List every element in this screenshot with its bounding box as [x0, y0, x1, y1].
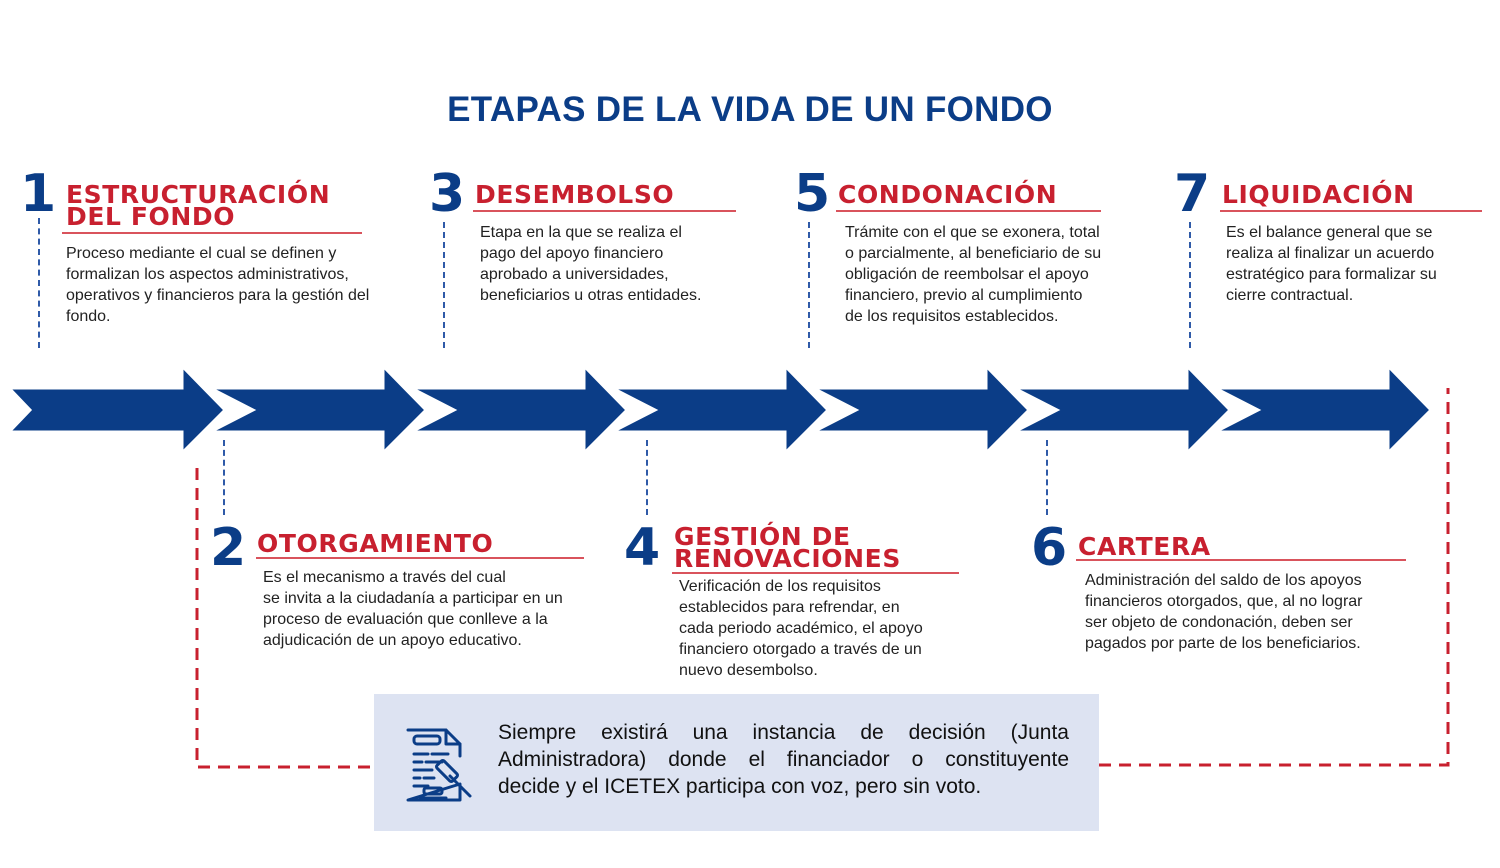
timeline-arrow-1 — [5, 362, 228, 457]
timeline-arrow-2 — [209, 362, 429, 457]
stage-connector-dotted-line — [808, 222, 810, 348]
description-line: de los requisitos establecidos. — [845, 308, 1059, 325]
decision-loop-dashed-line — [195, 388, 1450, 769]
description-line: financieros otorgados, que, al no lograr — [1085, 593, 1363, 610]
stage-number: 1 — [20, 164, 57, 224]
stage-heading-underline — [672, 572, 959, 574]
description-line: fondo. — [66, 308, 111, 325]
page-title: ETAPAS DE LA VIDA DE UN FONDO — [447, 90, 1053, 129]
stage-number: 4 — [624, 518, 661, 578]
description-line: cada periodo académico, el apoyo — [679, 620, 923, 637]
stage-heading-line: CARTERA — [1078, 532, 1211, 561]
timeline-arrow-6 — [1013, 362, 1233, 457]
description-line: Etapa en la que se realiza el — [480, 224, 682, 241]
stage-heading-line: DEL FONDO — [66, 202, 236, 231]
description-line: operativos y financieros para la gestión… — [66, 287, 370, 304]
stage-heading: CONDONACIÓN — [838, 180, 1058, 209]
stage-heading: CARTERA — [1078, 532, 1211, 561]
note-line: decide y el ICETEX participa con voz, pe… — [498, 775, 982, 798]
description-line: Trámite con el que se exonera, total — [845, 224, 1100, 241]
stage-number: 6 — [1031, 518, 1068, 578]
note-line: Administradora) donde el financiador o c… — [498, 748, 1069, 771]
stage-description: Etapa en la que se realiza el pago del ap… — [480, 222, 701, 306]
description-line: estratégico para formalizar su — [1226, 266, 1437, 283]
description-line: o parcialmente, al beneficiario de su — [845, 245, 1102, 262]
description-line: Es el balance general que se — [1226, 224, 1433, 241]
stage-heading: LIQUIDACIÓN — [1222, 180, 1415, 209]
stage-heading-line: OTORGAMIENTO — [257, 529, 494, 558]
description-line: aprobado a universidades, — [480, 266, 669, 283]
stage-heading-underline — [62, 232, 362, 234]
description-line: Proceso mediante el cual se definen y — [66, 245, 337, 262]
description-line: pago del apoyo financiero — [480, 245, 664, 262]
description-line: nuevo desembolso. — [679, 662, 818, 679]
stage-description: Verificación de los requisitos establecid… — [679, 576, 923, 681]
stage-number: 5 — [794, 164, 831, 224]
stage-number: 3 — [429, 164, 466, 224]
stage-heading-line: DESEMBOLSO — [475, 180, 675, 209]
timeline-arrow-4 — [611, 362, 831, 457]
stage-heading-underline — [1220, 210, 1482, 212]
description-line: formalizan los aspectos administrativos, — [66, 266, 349, 283]
timeline-arrow-7 — [1214, 362, 1434, 457]
stage-number: 7 — [1174, 164, 1211, 224]
stage-heading-line: RENOVACIONES — [674, 544, 901, 573]
decision-note-text: Siempre existirá una instancia de decisi… — [498, 719, 1069, 800]
stage-heading-line: ESTRUCTURACIÓN — [66, 180, 331, 209]
description-line: Verificación de los requisitos — [679, 578, 881, 595]
description-line: se invita a la ciudadanía a participar e… — [263, 590, 563, 607]
stage-connector-dotted-line — [38, 218, 40, 348]
description-line: establecidos para refrendar, en — [679, 599, 900, 616]
stage-connector-dotted-line — [646, 440, 648, 515]
description-line: Administración del saldo de los apoyos — [1085, 572, 1362, 589]
stage-heading-underline — [836, 210, 1101, 212]
description-line: pagados por parte de los beneficiarios. — [1085, 635, 1361, 652]
document-gavel-icon — [406, 728, 472, 802]
description-line: beneficiarios u otras entidades. — [480, 287, 702, 304]
stage-description: Trámite con el que se exonera, total o pa… — [845, 222, 1101, 327]
stage-connector-dotted-line — [1189, 222, 1191, 348]
stage-heading-line: CONDONACIÓN — [838, 180, 1058, 209]
timeline-arrow-5 — [812, 362, 1032, 457]
timeline-arrow-3 — [410, 362, 630, 457]
description-line: ser objeto de condonación, deben ser — [1085, 614, 1353, 631]
stage-heading: OTORGAMIENTO — [257, 529, 494, 558]
stage-heading-line: LIQUIDACIÓN — [1222, 180, 1415, 209]
note-line: Siempre existirá una instancia de decisi… — [498, 721, 1069, 744]
description-line: Es el mecanismo a través del cual — [263, 569, 506, 586]
stage-description: Administración del saldo de los apoyos fi… — [1085, 570, 1363, 654]
stage-connector-dotted-line — [223, 440, 225, 515]
description-line: proceso de evaluación que conlleve a la — [263, 611, 548, 628]
stage-heading-underline — [473, 210, 736, 212]
description-line: obligación de reembolsar el apoyo — [845, 266, 1089, 283]
description-line: adjudicación de un apoyo educativo. — [263, 632, 522, 649]
stage-heading-underline — [1076, 559, 1406, 561]
stage-number: 2 — [210, 518, 247, 578]
stage-connector-dotted-line — [1046, 440, 1048, 515]
stage-description: Es el balance general que se realiza al f… — [1226, 222, 1437, 306]
description-line: realiza al finalizar un acuerdo — [1226, 245, 1435, 262]
description-line: cierre contractual. — [1226, 287, 1354, 304]
stage-heading-line: GESTIÓN DE — [674, 522, 851, 551]
description-line: financiero, previo al cumplimiento — [845, 287, 1083, 304]
stage-heading: DESEMBOLSO — [475, 180, 675, 209]
stage-heading-underline — [256, 557, 584, 559]
stage-description: Proceso mediante el cual se definen y for… — [66, 243, 369, 327]
decision-note-box — [374, 694, 1099, 831]
stage-description: Es el mecanismo a través del cual se invi… — [263, 567, 563, 651]
stage-connector-dotted-line — [443, 222, 445, 348]
description-line: financiero otorgado a través de un — [679, 641, 922, 658]
